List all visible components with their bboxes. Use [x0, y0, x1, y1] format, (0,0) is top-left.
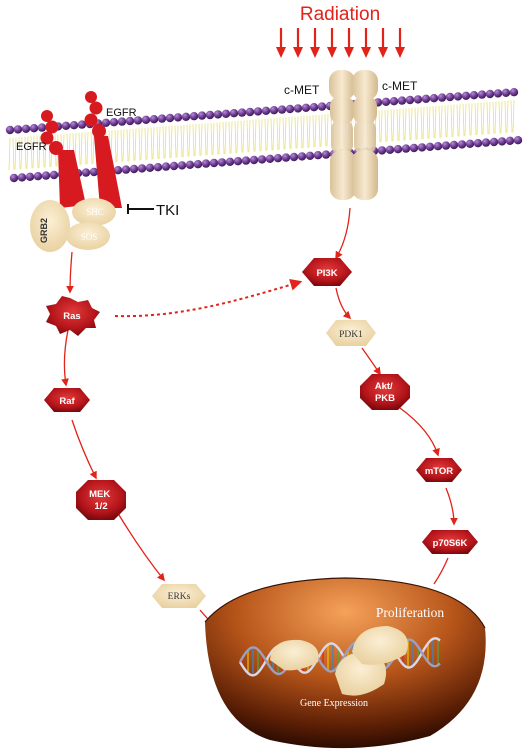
arrow-grb2-to-ras	[66, 251, 74, 294]
erks-label: ERKs	[168, 592, 191, 602]
grb2-blob	[30, 200, 70, 252]
gene-expression-label: Gene Expression	[300, 698, 368, 709]
radiation-arrow	[361, 28, 371, 58]
radiation-title: Radiation	[300, 4, 380, 25]
erks-node	[152, 584, 206, 608]
pdk1-label: PDK1	[339, 330, 363, 340]
cmet-receptor-left	[329, 70, 356, 200]
raf-node	[44, 388, 90, 412]
arrow-pdk1-to-akt	[361, 347, 381, 376]
grb2-label: GRB2	[39, 218, 49, 243]
ras-node	[46, 296, 100, 336]
shc-label: SHC	[86, 207, 104, 217]
radiation-arrow	[293, 28, 303, 58]
sos-blob	[66, 222, 110, 250]
radiation-arrow	[276, 28, 286, 58]
cell-membrane	[5, 88, 523, 183]
cmet-label-right: c-MET	[382, 79, 418, 93]
pi3k-node	[302, 258, 352, 286]
radiation-arrow	[327, 28, 337, 58]
arrow-mtor-to-p70	[445, 487, 458, 526]
ras-label: Ras	[63, 311, 80, 322]
radiation-arrows	[276, 28, 405, 58]
pdk1-node	[326, 320, 376, 346]
pathway-arrows	[61, 207, 458, 629]
egfr-label-right: EGFR	[106, 107, 137, 119]
arrow-ras-to-pi3k-dotted	[114, 279, 303, 318]
arrow-p70-to-nucleus	[433, 557, 449, 585]
arrow-mek-to-erks	[115, 509, 165, 582]
egfr-receptor-right	[84, 91, 122, 208]
mek-label: MEK 1/2	[89, 489, 113, 512]
radiation-arrow	[378, 28, 388, 58]
cmet-label-left: c-MET	[284, 83, 320, 97]
mtor-node	[416, 458, 462, 482]
egfr-label-left: EGFR	[16, 141, 47, 153]
arrow-cmet-to-pi3k	[335, 207, 351, 260]
pi3k-label: PI3K	[316, 268, 337, 279]
egfr-receptor-left	[40, 110, 86, 208]
raf-label: Raf	[59, 396, 75, 407]
akt-node	[360, 374, 410, 410]
tki-label: TKI	[156, 202, 179, 219]
mtor-label: mTOR	[425, 466, 453, 477]
cmet-receptor-right	[352, 70, 378, 200]
p70s6k-node	[422, 530, 478, 554]
arrow-raf-to-mek	[71, 419, 97, 480]
akt-label: Akt/ PKB	[375, 381, 396, 404]
p70s6k-label: p70S6K	[433, 538, 468, 549]
radiation-arrow	[310, 28, 320, 58]
arrow-pi3k-to-pdk1	[335, 287, 352, 320]
gene-expression-blobs	[270, 626, 408, 696]
radiation-arrow	[395, 28, 405, 58]
tki-inhibitor-mark	[127, 204, 154, 214]
shc-blob	[72, 198, 116, 226]
arrow-akt-to-mtor	[399, 407, 440, 457]
sos-label: SOS	[81, 232, 98, 242]
arrow-ras-to-raf	[61, 329, 69, 387]
proliferation-label: Proliferation	[376, 605, 444, 620]
radiation-arrow	[344, 28, 354, 58]
adaptor-complex	[30, 198, 116, 252]
mek-node	[76, 480, 126, 520]
